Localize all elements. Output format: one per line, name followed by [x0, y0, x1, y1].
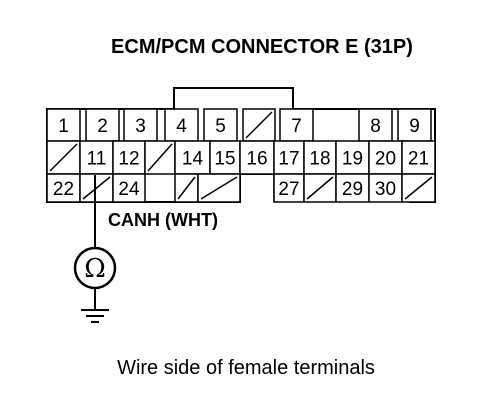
- ohm-symbol: Ω: [84, 254, 106, 284]
- terminal-cell: [335, 173, 370, 203]
- empty-terminal-slash: [82, 176, 111, 200]
- terminal-number: 17: [278, 149, 299, 170]
- diagram-title: ECM/PCM CONNECTOR E (31P): [111, 36, 413, 58]
- terminal-cell: [273, 173, 305, 203]
- terminal-cell: [174, 140, 211, 175]
- caption: Wire side of female terminals: [117, 357, 375, 379]
- terminal-cell: [112, 173, 146, 203]
- terminal-number: 7: [291, 116, 302, 137]
- terminal-cell: [209, 140, 241, 175]
- terminal-cell: [46, 108, 81, 142]
- empty-terminal-slash: [147, 143, 173, 172]
- ground-icon: [81, 309, 109, 323]
- terminal-cell: [203, 108, 238, 142]
- terminal-cell: [112, 140, 146, 175]
- terminal-number: 21: [408, 149, 429, 170]
- terminal-cell: [397, 108, 432, 142]
- wire-label: CANH (WHT): [108, 210, 218, 230]
- terminal-number: 27: [278, 179, 299, 200]
- terminal-cell: [46, 173, 81, 203]
- terminal-cell: [358, 108, 393, 142]
- terminal-number: 1: [58, 116, 69, 137]
- empty-terminal-slash: [49, 143, 78, 172]
- empty-terminal-slash: [177, 176, 196, 200]
- terminal-number: 29: [342, 179, 363, 200]
- terminal-cell: [164, 108, 199, 142]
- terminal-number: 24: [118, 179, 140, 200]
- terminal-number: 5: [215, 116, 226, 137]
- terminal-number: 8: [370, 116, 381, 137]
- terminal-number: 19: [342, 149, 363, 170]
- empty-terminal-slash: [200, 176, 238, 200]
- terminal-cell: [239, 140, 275, 175]
- terminal-number: 18: [309, 149, 330, 170]
- terminal-cell: [401, 140, 436, 175]
- terminal-number: 9: [409, 116, 420, 137]
- terminal-number: 11: [87, 149, 107, 170]
- terminal-number: 14: [182, 149, 204, 170]
- empty-terminal-slash: [306, 176, 334, 200]
- empty-terminal-slash: [404, 176, 433, 200]
- terminal-number: 2: [97, 116, 108, 137]
- terminal-number: 3: [135, 116, 146, 137]
- terminal-cell: [279, 108, 314, 142]
- terminal-number: 20: [375, 149, 396, 170]
- terminal-number: 12: [118, 149, 139, 170]
- terminal-number: 30: [375, 179, 396, 200]
- empty-terminal-slash: [245, 111, 273, 139]
- terminal-number: 22: [53, 179, 74, 200]
- terminal-number: 16: [246, 149, 267, 170]
- terminal-number: 15: [214, 149, 235, 170]
- terminal-cell: [368, 173, 403, 203]
- terminal-number: 4: [176, 116, 187, 137]
